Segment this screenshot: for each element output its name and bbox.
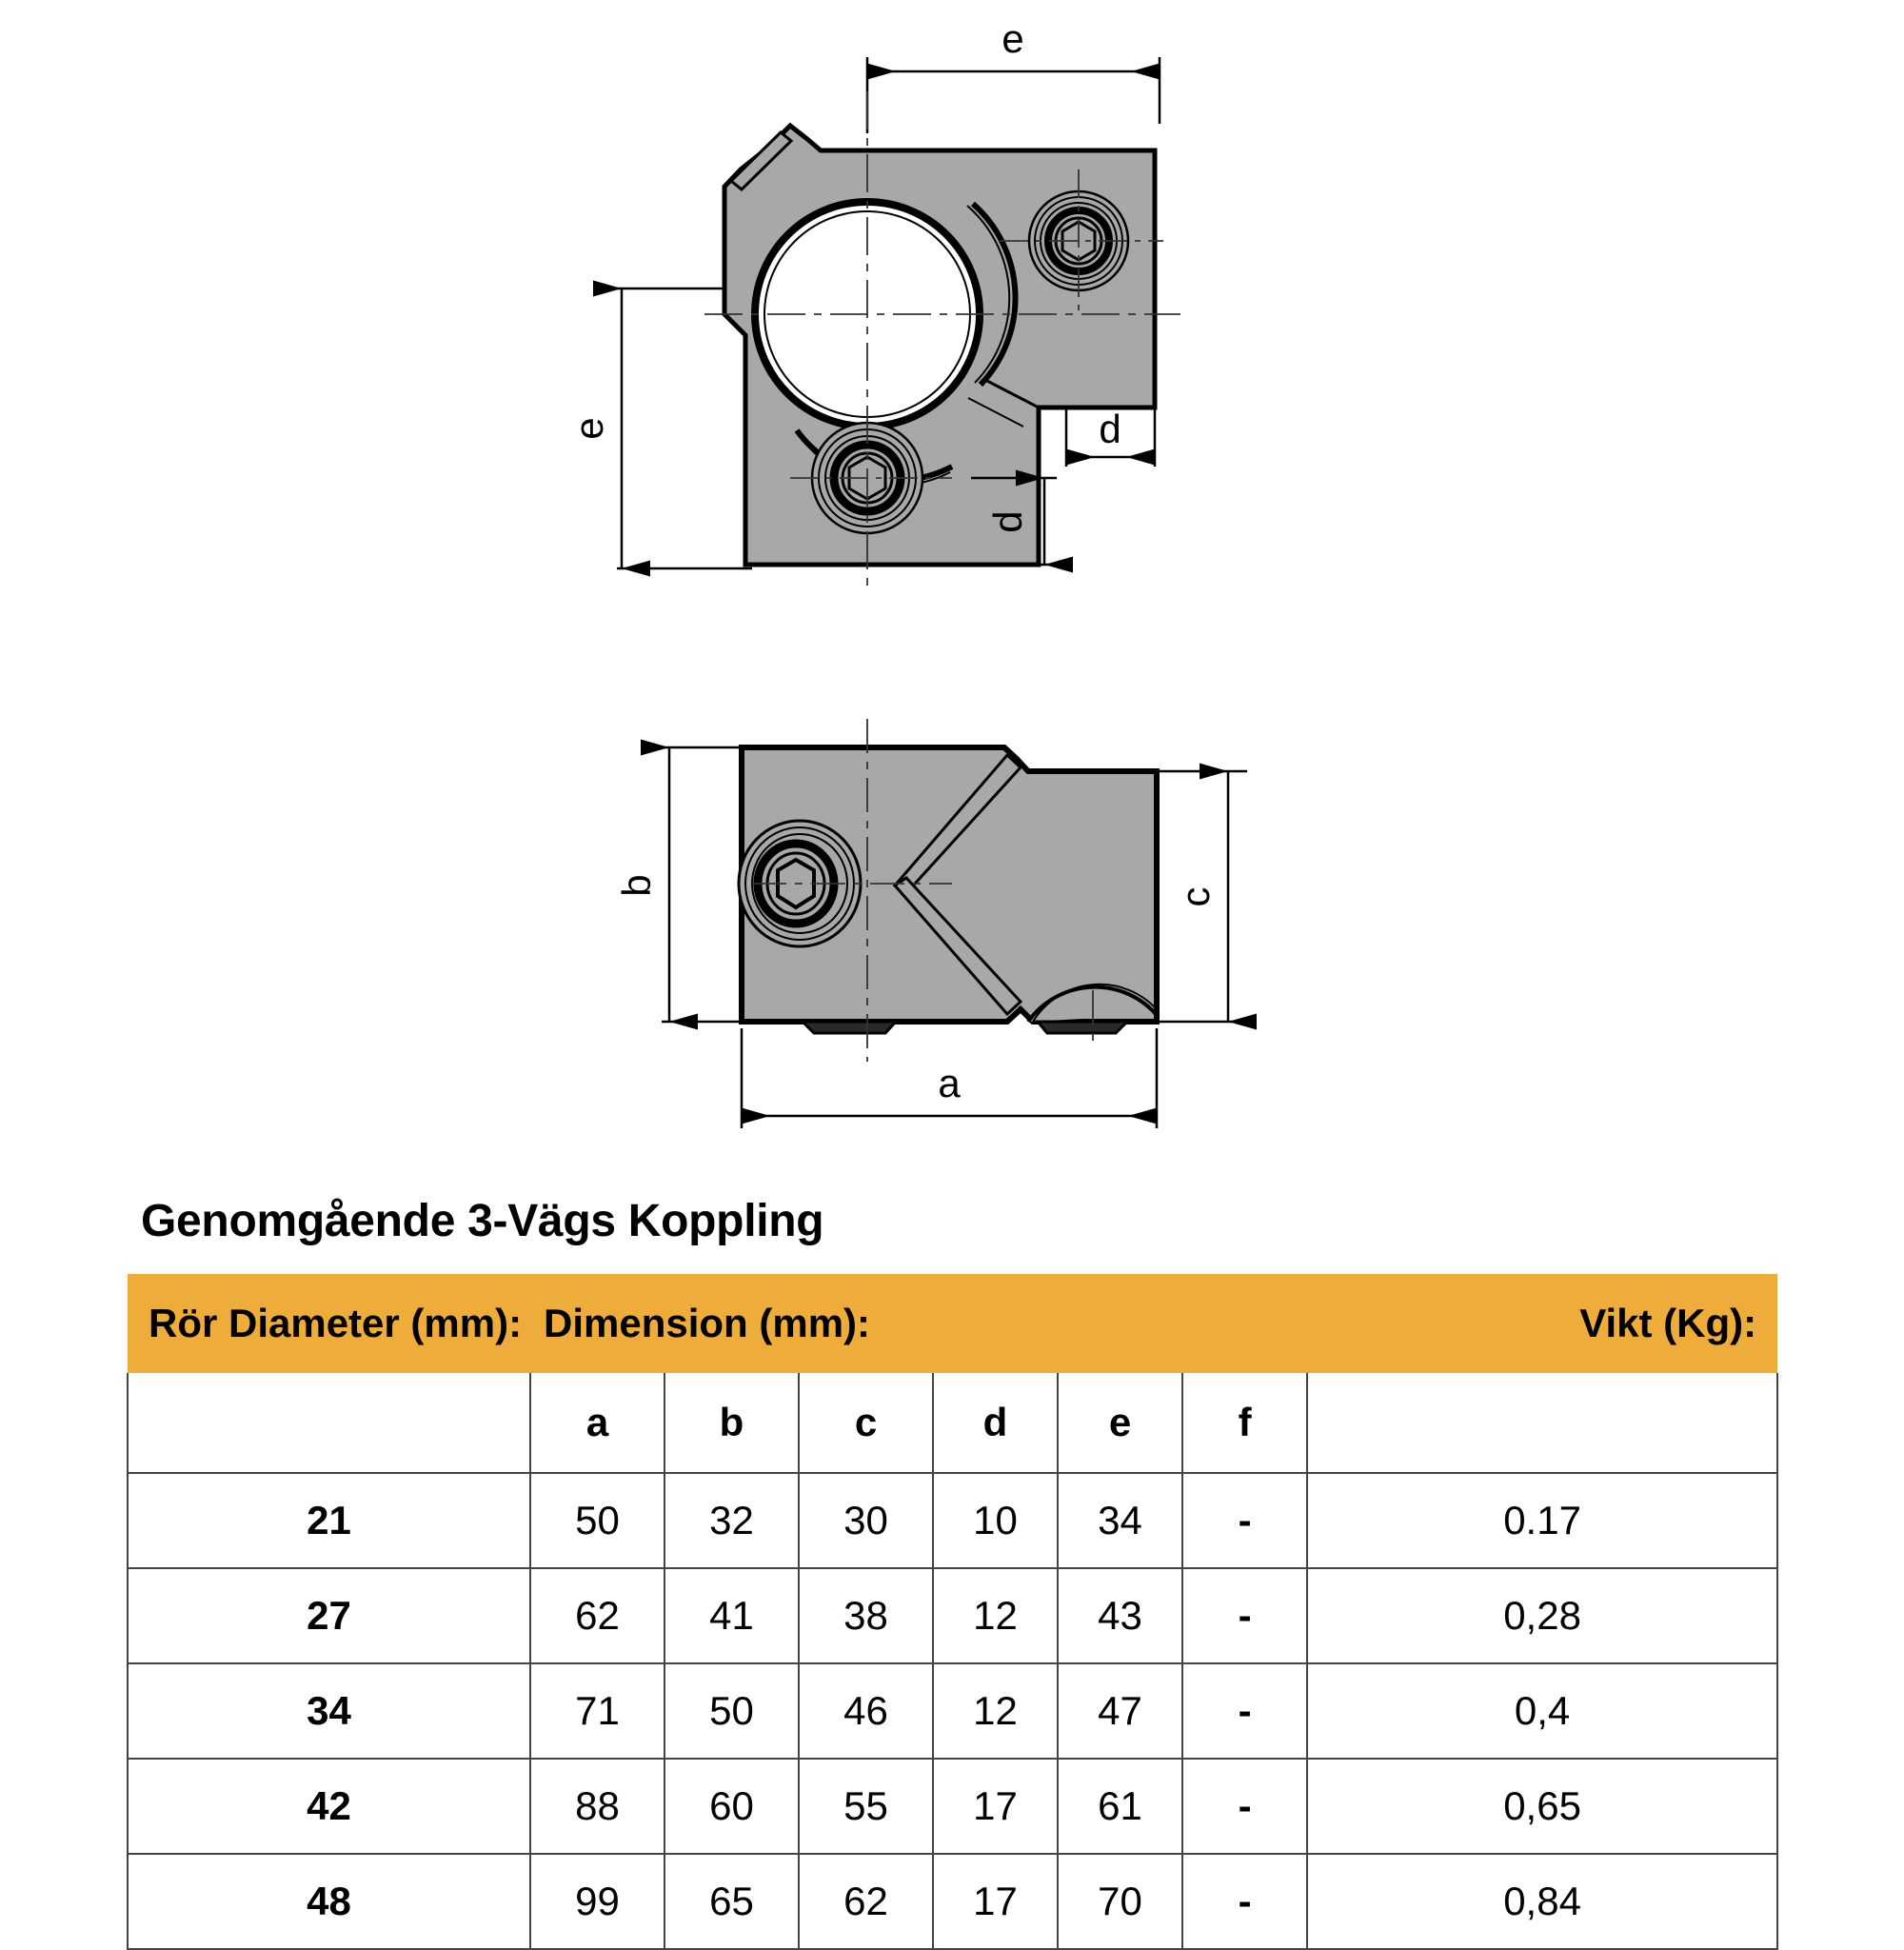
cell-f: - [1181,1567,1309,1664]
cell-a: 88 [529,1758,665,1855]
cell-weight: 0,65 [1306,1758,1779,1855]
column-letter-d: d [932,1373,1059,1474]
cell-f: - [1181,1472,1309,1569]
dim-label-e-top: e [1002,16,1023,61]
dimension-a-horizontal [740,1028,1159,1128]
cell-diameter: 27 [127,1567,531,1664]
cell-c: 30 [798,1472,934,1569]
table-row: 27 62 41 38 12 43 - 0,28 [127,1567,1779,1664]
cell-e: 43 [1056,1567,1184,1664]
cell-e: 34 [1056,1472,1184,1569]
table-row: 42 88 60 55 17 61 - 0,65 [127,1758,1779,1855]
cell-weight: 0,84 [1306,1853,1779,1950]
dim-label-e-left: e [566,417,611,439]
letters-blank-left [127,1373,531,1474]
column-letter-f: f [1181,1373,1309,1474]
column-letter-e: e [1056,1373,1184,1474]
cell-c: 46 [798,1662,934,1760]
cell-diameter: 34 [127,1662,531,1760]
centerline-screw-right [1000,169,1163,314]
dim-label-d-horizontal: d [1099,407,1121,451]
cell-c: 55 [798,1758,934,1855]
table-row: 34 71 50 46 12 47 - 0,4 [127,1662,1779,1760]
cell-d: 17 [932,1853,1059,1950]
cell-e: 61 [1056,1758,1184,1855]
dim-label-a: a [938,1061,961,1105]
cell-d: 10 [932,1472,1059,1569]
cell-diameter: 48 [127,1853,531,1950]
dimension-d-vertical [971,469,1073,573]
cell-a: 50 [529,1472,665,1569]
cell-f: - [1181,1662,1309,1760]
header-rör-diameter: Rör Diameter (mm): [128,1274,530,1373]
header-dimension: Dimension (mm): [530,1274,1183,1373]
table-letters-row: a b c d e f [127,1373,1779,1474]
cell-d: 12 [932,1662,1059,1760]
centerline-top-view [704,91,1180,590]
specification-table: Rör Diameter (mm): Dimension (mm): Vikt … [127,1274,1779,1950]
cell-a: 62 [529,1567,665,1664]
top-view-screw-bottom [810,421,924,535]
cell-weight: 0,28 [1306,1567,1779,1664]
cell-f: - [1181,1758,1309,1855]
top-view-group: e e [566,16,1180,590]
cell-b: 41 [664,1567,800,1664]
cell-a: 71 [529,1662,665,1760]
spec-table-container: Rör Diameter (mm): Dimension (mm): Vikt … [127,1274,1779,1950]
top-view-part-body [704,91,1180,590]
cell-b: 32 [664,1472,800,1569]
dimension-b-vertical [641,739,752,1030]
cell-weight: 0,4 [1306,1662,1779,1760]
cell-b: 50 [664,1662,800,1760]
page-root: e e [127,16,1779,1950]
dim-label-b: b [614,874,659,896]
cell-e: 70 [1056,1853,1184,1950]
cell-b: 65 [664,1853,800,1950]
column-letter-b: b [664,1373,800,1474]
cell-a: 99 [529,1853,665,1950]
dimension-d-horizontal [1064,408,1157,467]
cell-d: 17 [932,1758,1059,1855]
page-title: Genomgående 3-Vägs Koppling [141,1196,824,1246]
cell-f: - [1181,1853,1309,1950]
dimension-c-vertical [1157,763,1257,1030]
cell-c: 38 [798,1567,934,1664]
column-letter-a: a [529,1373,665,1474]
side-view-part-body [737,719,1160,1062]
column-letter-c: c [798,1373,934,1474]
cell-d: 12 [932,1567,1059,1664]
table-row: 21 50 32 30 10 34 - 0.17 [127,1472,1779,1569]
technical-drawings: e e [566,16,1257,1128]
dimension-e-vertical-left [593,280,752,577]
cell-weight: 0.17 [1306,1472,1779,1569]
cell-c: 62 [798,1853,934,1950]
table-row: 48 99 65 62 17 70 - 0,84 [127,1853,1779,1950]
letters-blank-right [1306,1373,1779,1474]
cell-diameter: 42 [127,1758,531,1855]
dim-label-d-vertical: d [985,510,1030,532]
header-vikt: Vikt (Kg): [1182,1274,1778,1373]
cell-diameter: 21 [127,1472,531,1569]
cell-e: 47 [1056,1662,1184,1760]
cell-b: 60 [664,1758,800,1855]
side-view-group: b [614,719,1257,1128]
dim-label-c: c [1173,887,1218,907]
centerline-side-view [752,719,1094,1062]
table-banner-row: Rör Diameter (mm): Dimension (mm): Vikt … [128,1274,1778,1373]
dimension-e-horizontal-top [865,57,1161,133]
